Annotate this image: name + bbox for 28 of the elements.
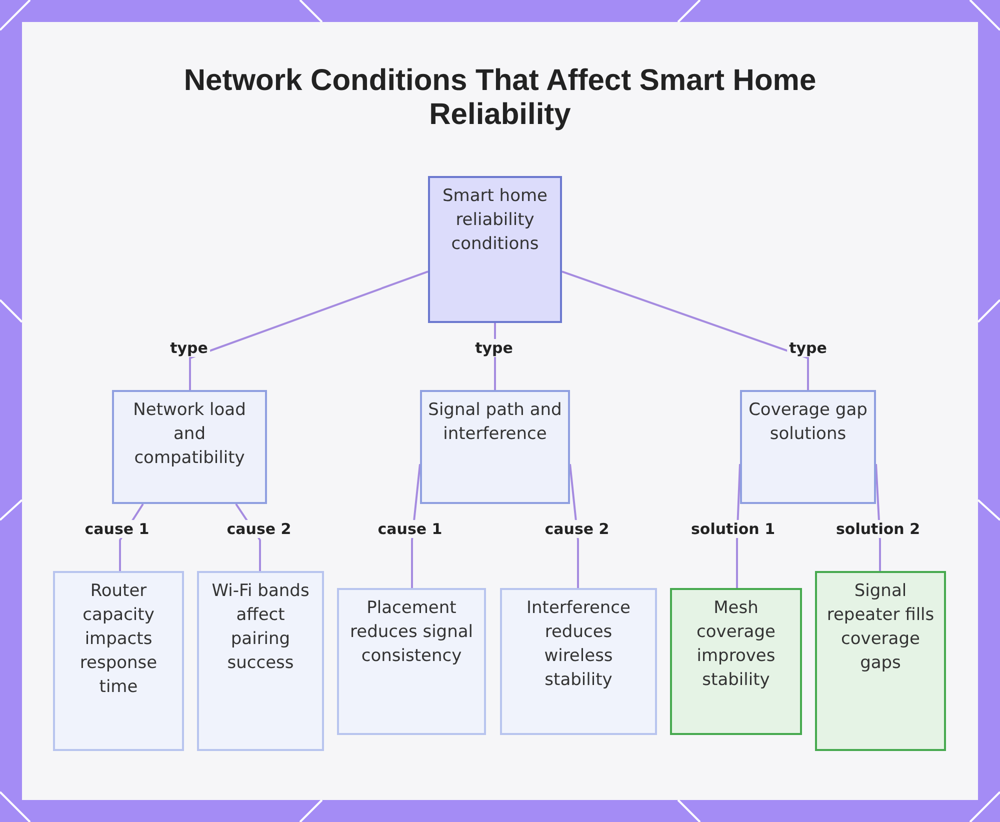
concept-box	[428, 176, 562, 323]
node-text: Interference reduces wireless stability	[525, 597, 632, 692]
concept-box	[337, 588, 486, 735]
concept-box	[500, 588, 657, 735]
concept-box	[815, 571, 946, 751]
node-text: Router capacity impacts response time	[78, 580, 158, 699]
concept-box	[670, 588, 802, 735]
concept-box	[112, 390, 267, 504]
edge-label: type	[473, 339, 515, 357]
node-text: Signal path and interference	[427, 399, 563, 446]
node-text: Smart home reliability conditions	[441, 185, 549, 256]
concept-box	[197, 571, 324, 751]
node-text: Signal repeater fills coverage gaps	[826, 580, 936, 675]
edge-label: solution 2	[834, 520, 922, 538]
node-text: Coverage gap solutions	[748, 399, 868, 446]
node-text: Wi-Fi bands affect pairing success	[210, 580, 310, 675]
connector-line	[189, 270, 428, 390]
title: Network Conditions That Affect Smart Home Reliability	[182, 64, 818, 132]
node-text: Network load and compatibility	[132, 399, 247, 470]
edge-label: solution 1	[689, 520, 777, 538]
node-text: Placement reduces signal consistency	[349, 597, 474, 668]
concept-box	[53, 571, 184, 751]
edge-label: cause 1	[376, 520, 444, 538]
node-text: Mesh coverage improves stability	[696, 597, 776, 692]
edge-label: cause 1	[82, 520, 152, 538]
connector-line	[562, 270, 809, 390]
concept-box	[740, 390, 876, 504]
concept-box	[420, 390, 570, 504]
